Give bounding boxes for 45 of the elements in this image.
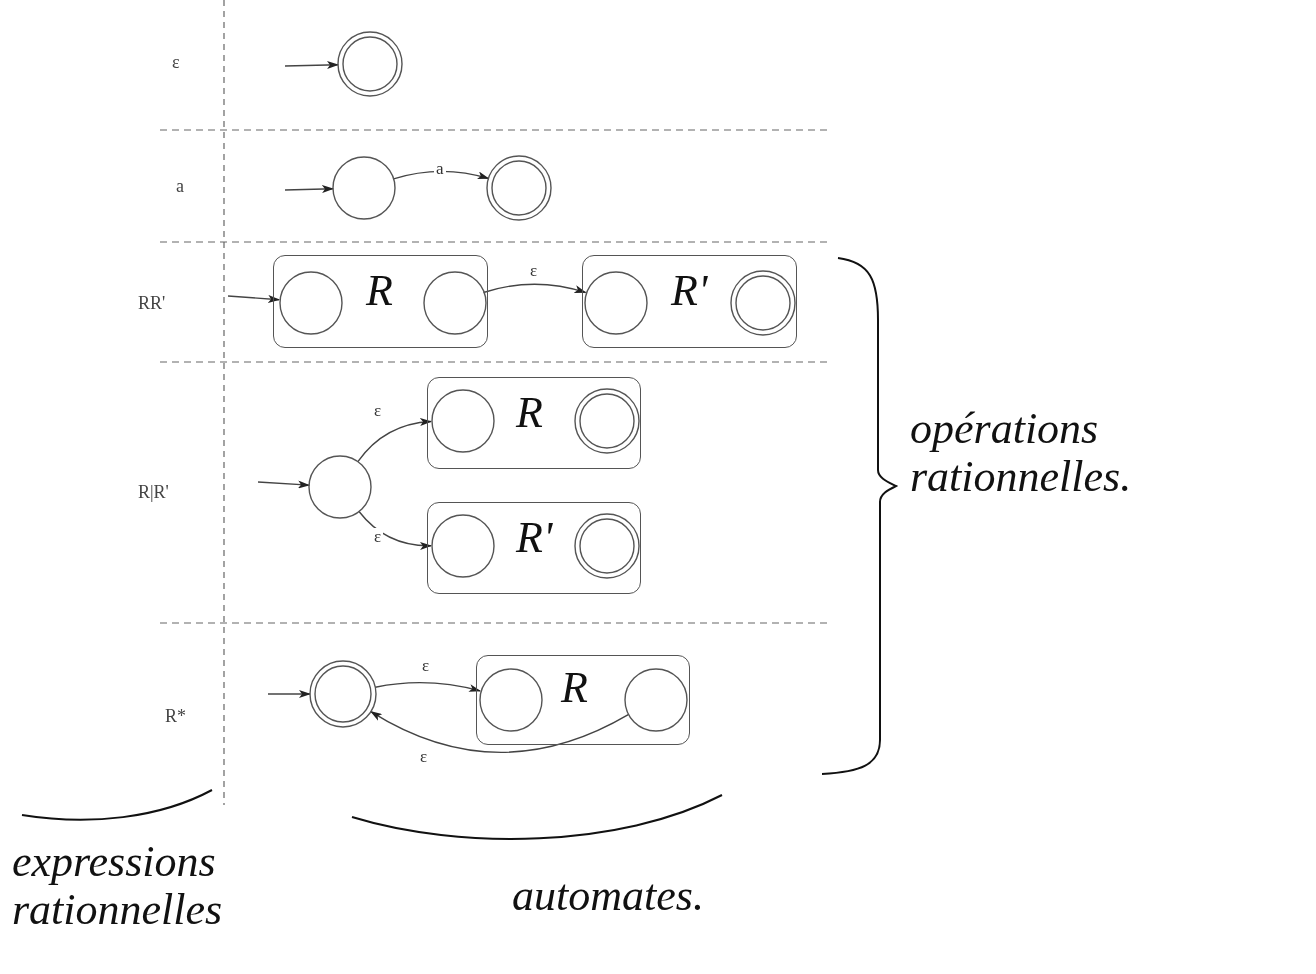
automaton-name: R' xyxy=(671,265,708,316)
arrow xyxy=(482,283,587,294)
automaton-name: R' xyxy=(516,512,553,563)
state-circle xyxy=(330,154,398,222)
arrow xyxy=(392,170,490,180)
arrow xyxy=(267,690,311,698)
accepting-state-circle xyxy=(307,658,379,730)
accepting-state-circle xyxy=(572,511,642,581)
handwritten-note: expressions rationnelles xyxy=(12,838,224,935)
automaton-box xyxy=(476,655,690,745)
row-label: RR' xyxy=(138,293,166,314)
accepting-state-circle xyxy=(572,386,642,456)
row-label: R* xyxy=(165,706,186,727)
arrow xyxy=(284,185,334,194)
state-circle xyxy=(582,269,650,337)
handwritten-note: automates. xyxy=(512,872,704,921)
row-label: ε xyxy=(172,52,180,73)
state-circle xyxy=(622,666,690,734)
automaton-box xyxy=(582,255,797,348)
state-circle xyxy=(429,512,497,580)
state-circle xyxy=(306,453,374,521)
automaton-box xyxy=(427,377,641,469)
edge-label: ε xyxy=(372,528,384,545)
automaton-box xyxy=(273,255,488,348)
accepting-state-circle xyxy=(335,29,405,99)
row-label: a xyxy=(176,176,184,197)
accepting-state-circle xyxy=(728,268,798,338)
arrow xyxy=(284,61,339,69)
accepting-state-circle xyxy=(484,153,554,223)
state-circle xyxy=(277,269,345,337)
arrow xyxy=(358,510,432,550)
automaton-name: R xyxy=(516,387,543,438)
state-circle xyxy=(429,387,497,455)
state-circle xyxy=(477,666,545,734)
arrow xyxy=(374,681,482,693)
arrow xyxy=(370,710,629,754)
automaton-box xyxy=(427,502,641,594)
row-label: R|R' xyxy=(138,482,169,503)
arrow xyxy=(357,418,433,463)
state-circle xyxy=(421,269,489,337)
arrow xyxy=(227,294,281,303)
automaton-name: R xyxy=(366,265,393,316)
arrow xyxy=(257,480,311,489)
automaton-name: R xyxy=(561,662,588,713)
handwritten-note: opérations rationnelles. xyxy=(910,405,1133,502)
